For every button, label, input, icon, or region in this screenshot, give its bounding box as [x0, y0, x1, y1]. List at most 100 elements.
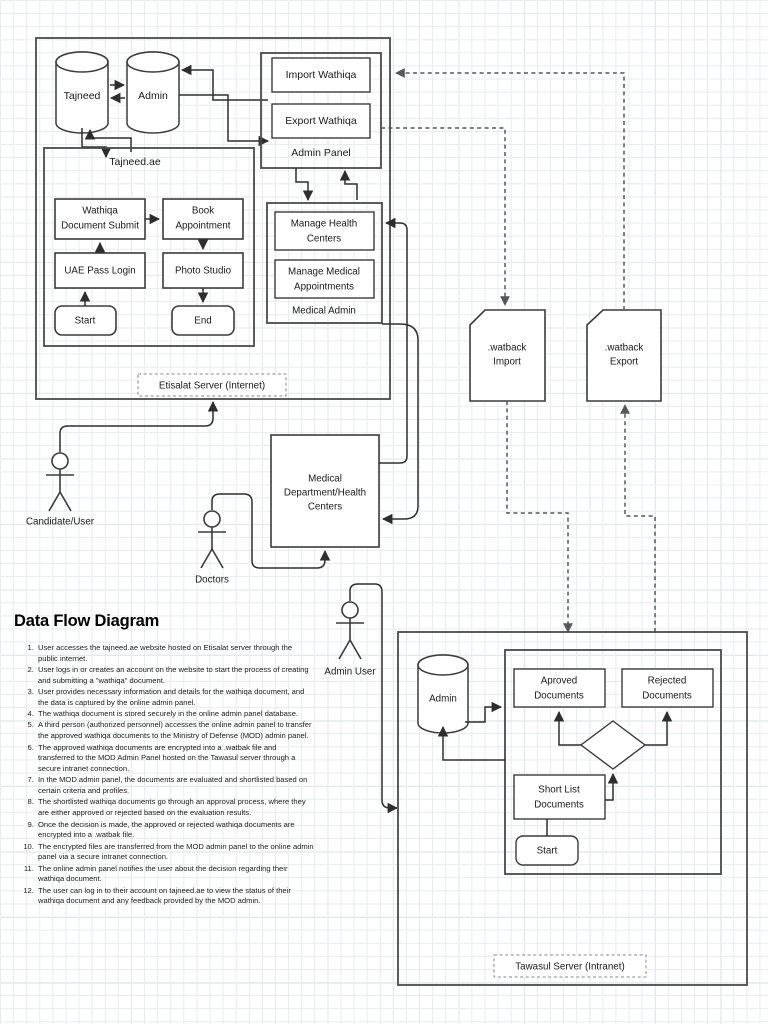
file-watback-import-line2: Import [493, 357, 521, 368]
admin-panel-label: Admin Panel [291, 147, 351, 159]
node-aproved-documents-line1: Aproved [541, 676, 578, 687]
legend-step-item: User logs in or creates an account on th… [36, 665, 314, 687]
node-rejected-documents[interactable]: Rejected Documents [621, 668, 714, 708]
legend-step-list: User accesses the tajneed.ae website hos… [14, 643, 314, 907]
node-manage-medical-appointments[interactable]: Manage Medical Appointments [274, 259, 375, 299]
flow-panel-to-medical [295, 168, 314, 202]
medical-admin-container [266, 202, 383, 324]
node-uae-pass-login[interactable]: UAE Pass Login [54, 252, 146, 289]
actor-admin-user-label: Admin User [324, 667, 376, 678]
flow-medical-to-panel [339, 169, 358, 200]
legend-step-item: User provides necessary information and … [36, 687, 314, 709]
datastore-admin-label: Admin [138, 90, 168, 102]
tawasul-server-label: Tawasul Server (Intranet) [515, 962, 624, 973]
file-watback-export-line1: .watback [605, 343, 644, 354]
flow-panel-to-admin [180, 64, 268, 101]
node-book-appointment-line2: Appointment [175, 221, 230, 232]
node-decision-diamond[interactable] [579, 720, 647, 770]
datastore-admin-etisalat: Admin [126, 51, 180, 134]
flow-tawasul-to-watback-export [620, 404, 656, 632]
legend-step-item: The shortlisted wathiqa documents go thr… [36, 797, 314, 819]
legend-step-item: The online admin panel notifies the user… [36, 864, 314, 886]
flow-site-to-tajneed [84, 128, 132, 152]
flow-admin-to-modpanel [465, 701, 503, 723]
file-watback-import: .watback Import [469, 309, 546, 402]
node-wathiqa-document-submit[interactable]: Wathiqa Document Submit [54, 198, 146, 240]
actor-doctors: Doctors [195, 510, 229, 586]
medical-admin-label: Medical Admin [292, 306, 356, 317]
node-short-list-documents[interactable]: Short List Documents [513, 774, 606, 820]
flow-medicaladmin-to-medicaldept [381, 323, 419, 525]
flow-decision-to-rejected [645, 710, 673, 746]
legend-title: Data Flow Diagram [14, 612, 160, 630]
node-medical-dept-line2: Department/Health [284, 488, 366, 499]
node-start-tawasul-label: Start [537, 846, 558, 857]
node-rejected-documents-line2: Documents [642, 691, 692, 702]
datastore-tajneed: Tajneed [55, 51, 109, 134]
flow-user-to-etisalat [59, 400, 219, 452]
node-manage-health-centers-line1: Manage Health [291, 219, 357, 230]
flow-modpanel-to-admin [437, 725, 505, 761]
legend-panel: Data Flow Diagram User accesses the tajn… [14, 612, 314, 908]
actor-doctors-label: Doctors [195, 575, 229, 586]
node-photo-studio[interactable]: Photo Studio [162, 252, 244, 289]
node-medical-dept-line3: Centers [308, 502, 342, 513]
flow-decision-to-aproved [553, 710, 581, 746]
node-start-tajneed[interactable]: Start [54, 305, 117, 336]
flow-watback-import-to-tawasul [506, 401, 573, 633]
etisalat-server-label-box [137, 373, 287, 397]
legend-step-item: Once the decision is made, the approved … [36, 820, 314, 842]
node-start-tawasul[interactable]: Start [515, 835, 579, 866]
legend-step-item: In the MOD admin panel, the documents ar… [36, 775, 314, 797]
node-short-list-documents-line1: Short List [538, 785, 580, 796]
node-wathiqa-document-submit-line1: Wathiqa [82, 206, 118, 217]
node-aproved-documents[interactable]: Aproved Documents [513, 668, 606, 708]
datastore-tajneed-label: Tajneed [64, 90, 101, 102]
tawasul-server-container [397, 631, 748, 986]
flow-doctors-to-medicaldept [211, 493, 331, 569]
node-end-tajneed[interactable]: End [171, 305, 235, 336]
datastore-admin-tawasul-label: Admin [429, 694, 457, 705]
file-watback-export: .watback Export [586, 309, 662, 402]
legend-step-item: The encrypted files are transferred from… [36, 842, 314, 864]
tajneed-ae-container [43, 147, 255, 347]
etisalat-server-label: Etisalat Server (Internet) [159, 381, 265, 392]
legend-step-item: User accesses the tajneed.ae website hos… [36, 643, 314, 665]
node-short-list-documents-line2: Documents [534, 800, 584, 811]
legend-step-item: A third person (authorized personnel) ac… [36, 720, 314, 742]
node-manage-medical-appointments-line2: Appointments [294, 282, 354, 293]
tawasul-server-label-box [493, 954, 647, 978]
node-export-wathiqa-label: Export Wathiqa [285, 115, 357, 127]
node-manage-medical-appointments-line1: Manage Medical [288, 267, 360, 278]
flow-watback-export-to-panel [395, 68, 625, 310]
tajneed-ae-label: Tajneed.ae [109, 156, 161, 168]
node-photo-studio-label: Photo Studio [175, 266, 232, 277]
node-export-wathiqa[interactable]: Export Wathiqa [271, 103, 371, 139]
actor-admin-user: Admin User [324, 601, 376, 678]
node-aproved-documents-line2: Documents [534, 691, 584, 702]
flow-adminuser-to-tawasul [349, 583, 399, 814]
file-watback-import-line1: .watback [488, 343, 527, 354]
node-book-appointment[interactable]: Book Appointment [162, 198, 244, 240]
legend-step-item: The approved wathiqa documents are encry… [36, 743, 314, 775]
flow-tajneed-to-site [81, 128, 112, 159]
node-import-wathiqa-label: Import Wathiqa [286, 69, 357, 81]
node-manage-health-centers[interactable]: Manage Health Centers [274, 211, 375, 251]
actor-candidate-user: Candidate/User [26, 452, 95, 528]
node-medical-department-health-centers[interactable]: Medical Department/Health Centers [270, 434, 380, 548]
node-wathiqa-document-submit-line2: Document Submit [61, 221, 139, 232]
node-manage-health-centers-line2: Centers [307, 234, 341, 245]
node-end-tajneed-label: End [194, 316, 211, 327]
legend-step-item: The wathiqa document is stored securely … [36, 709, 314, 720]
file-watback-export-line2: Export [610, 357, 639, 368]
flow-export-to-watback-import [381, 127, 510, 306]
flow-admin-to-export [179, 94, 270, 147]
mod-admin-panel-container [504, 649, 722, 875]
flow-shortlist-to-decision [605, 772, 619, 801]
node-import-wathiqa[interactable]: Import Wathiqa [271, 57, 371, 93]
actor-candidate-user-label: Candidate/User [26, 517, 95, 528]
admin-panel-container [260, 52, 382, 169]
flow-medicaldept-to-medicaladmin [379, 217, 408, 464]
